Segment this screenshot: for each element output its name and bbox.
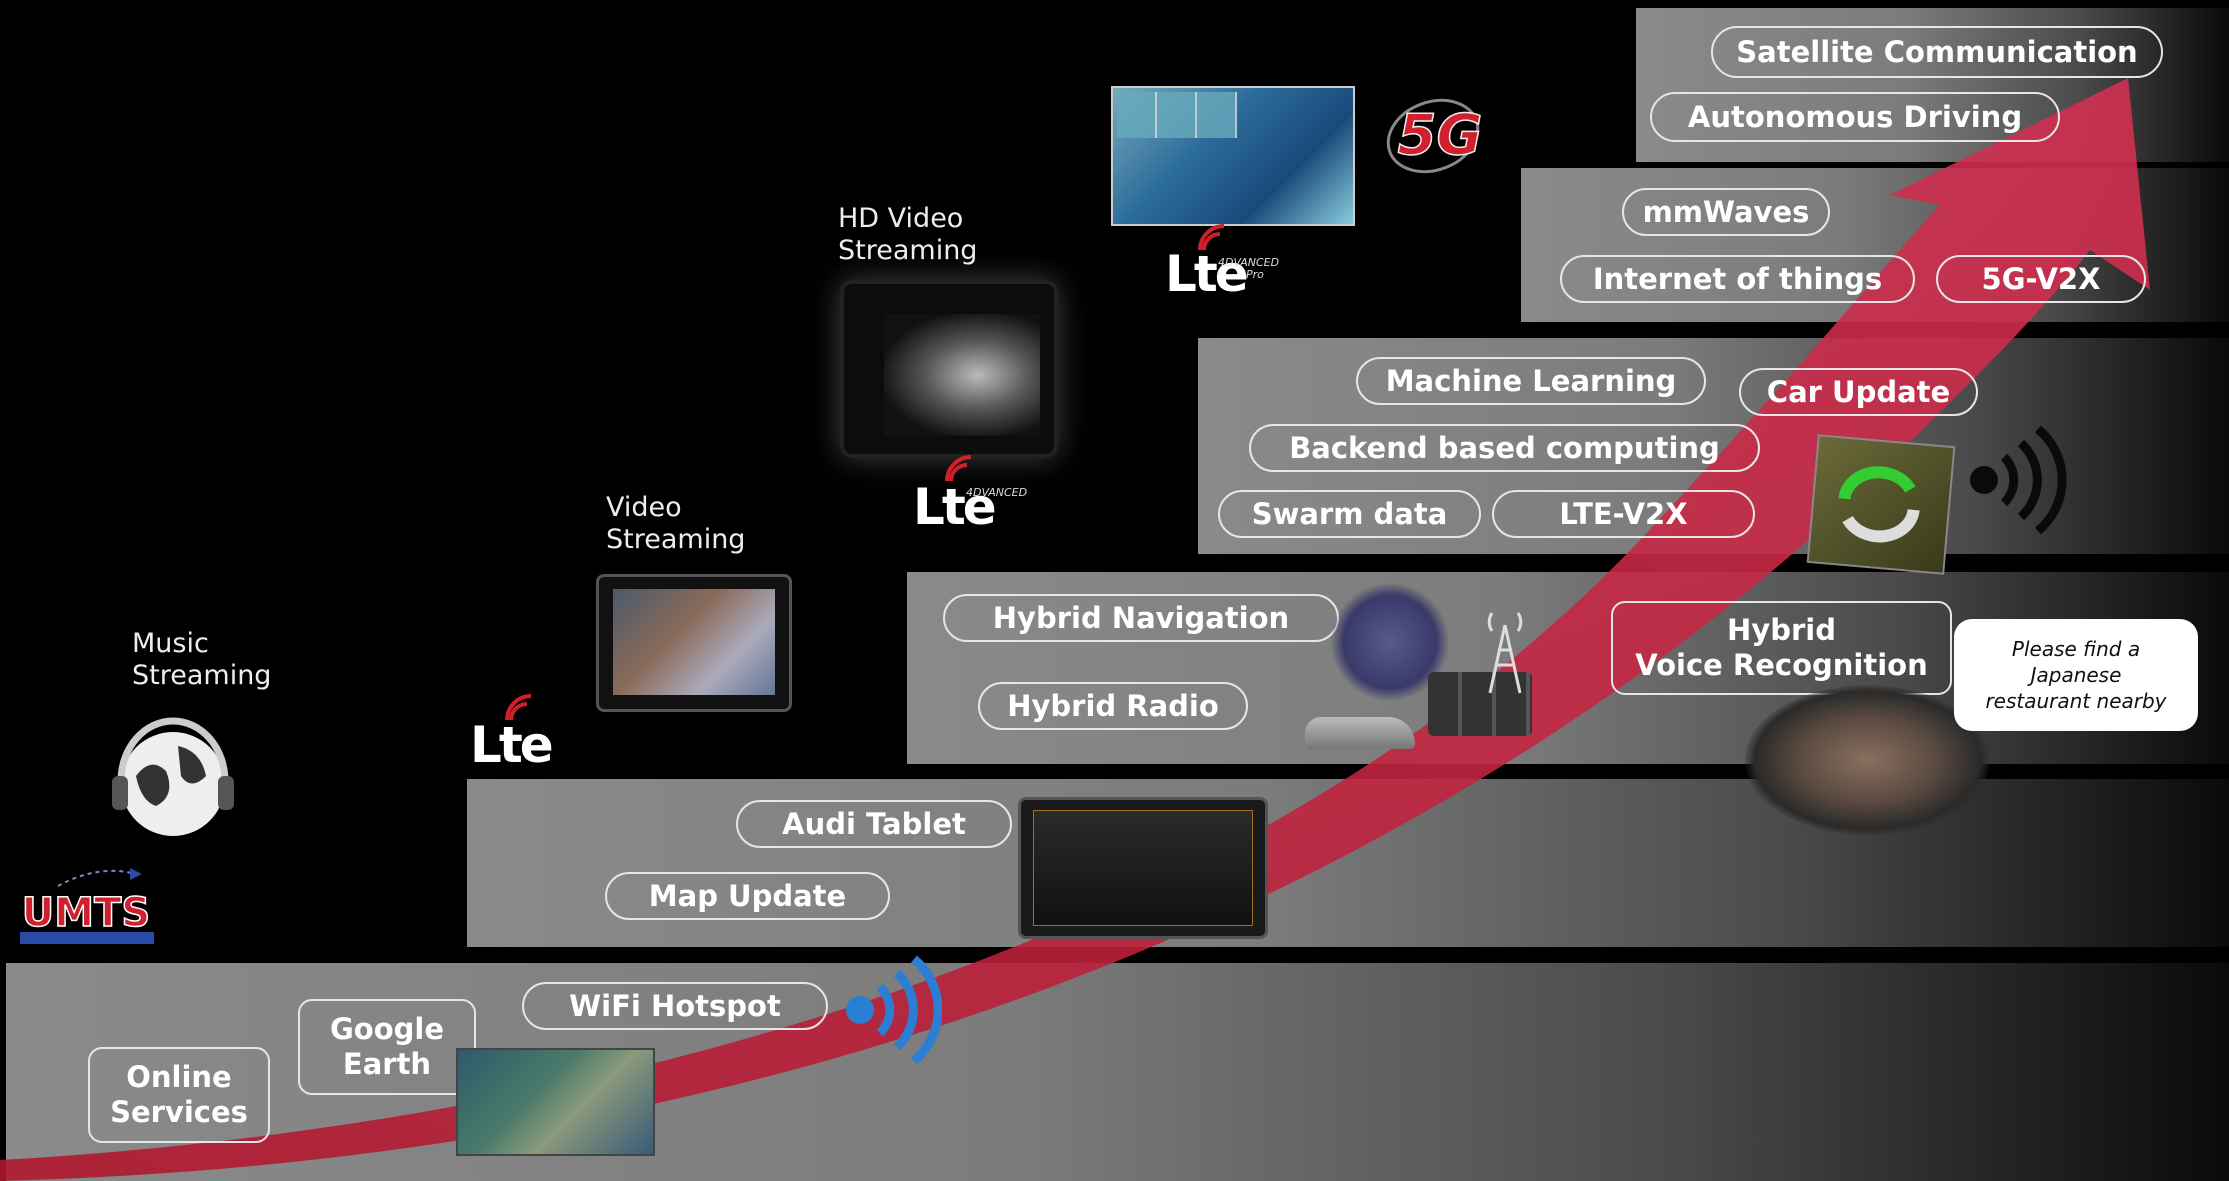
lte-advanced-pro-label: 4DVANCED (1218, 256, 1280, 269)
backend-computing-pill: Backend based computing (1249, 424, 1760, 472)
5g-logo-text: 5G (1398, 103, 1483, 168)
5g-logo: 5G (1378, 92, 1502, 182)
machine-learning-pill: Machine Learning (1356, 357, 1706, 405)
lte-advanced-logo: Lte (913, 478, 997, 536)
umts-logo-text: UMTS (22, 890, 150, 936)
driver-image (1745, 685, 1990, 835)
surfer-video-image (1111, 86, 1355, 226)
lte-v2x-pill: LTE-V2X (1492, 490, 1755, 538)
chip-update-image (1806, 434, 1956, 575)
audi-tablet-image (1018, 797, 1268, 939)
car-image (1305, 717, 1415, 749)
lte-signal-icon (505, 694, 532, 721)
lte-advanced-label: 4DVANCED (966, 486, 1028, 499)
globe-headphones-icon (106, 706, 240, 848)
lte-logo: Lte (470, 716, 554, 774)
server-rack-image (1428, 672, 1532, 736)
hybrid-voice-recognition-pill: Hybrid Voice Recognition (1611, 601, 1952, 695)
satellite-communication-pill: Satellite Communication (1711, 26, 2163, 78)
swarm-data-pill: Swarm data (1218, 490, 1481, 538)
internet-of-things-pill: Internet of things (1560, 255, 1915, 303)
hybrid-navigation-pill: Hybrid Navigation (943, 594, 1339, 642)
music-streaming-label: Music Streaming (132, 628, 272, 692)
google-earth-map-image (456, 1048, 655, 1156)
map-update-pill: Map Update (605, 872, 890, 920)
autonomous-driving-pill: Autonomous Driving (1650, 92, 2060, 142)
hybrid-radio-pill: Hybrid Radio (978, 682, 1248, 730)
audi-tablet-pill: Audi Tablet (736, 800, 1012, 848)
wifi-icon (846, 955, 942, 1065)
mmwaves-pill: mmWaves (1622, 188, 1830, 236)
wifi-hotspot-pill: WiFi Hotspot (522, 982, 828, 1030)
5g-v2x-pill: 5G-V2X (1936, 255, 2146, 303)
car-update-pill: Car Update (1739, 368, 1978, 416)
online-services-pill: Online Services (88, 1047, 270, 1143)
video-streaming-label: Video Streaming (606, 492, 746, 556)
umts-logo: UMTS (18, 864, 158, 946)
video-tablet-image (596, 574, 792, 712)
hd-video-tablet-image (840, 280, 1058, 458)
signal-waves-icon (1970, 425, 2067, 535)
lte-advanced-signal-icon (945, 455, 972, 482)
refresh-icon (1838, 466, 1920, 543)
lte-advanced-pro-signal-icon (1198, 224, 1225, 251)
google-earth-pill: Google Earth (298, 999, 476, 1095)
speech-bubble: Please find a Japanese restaurant nearby (1954, 619, 2198, 731)
radio-tower-icon (1487, 612, 1523, 694)
hd-video-streaming-label: HD Video Streaming (838, 203, 978, 267)
lte-pro-label: Pro (1246, 268, 1264, 281)
lte-advanced-pro-logo: Lte (1165, 245, 1249, 303)
